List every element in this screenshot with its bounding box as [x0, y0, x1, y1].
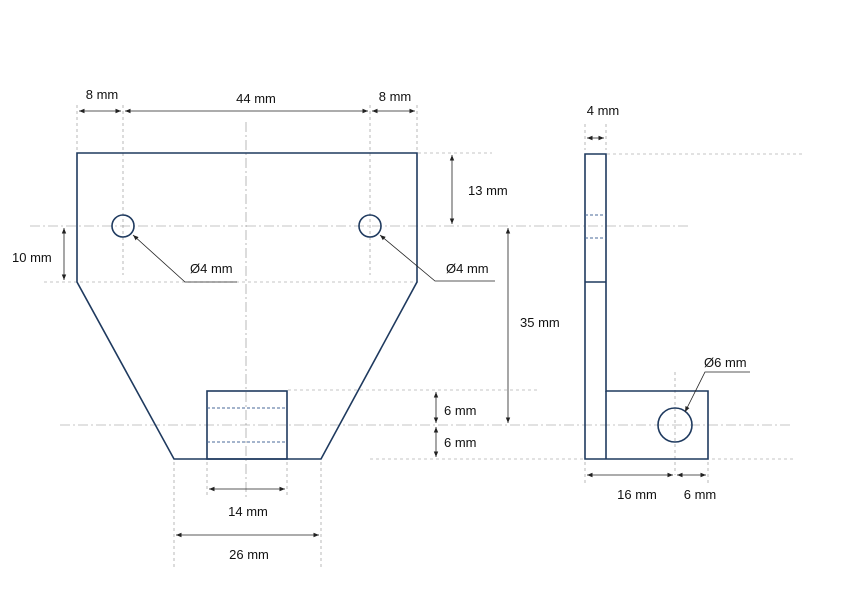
dim-foot-length-label: 16 mm	[617, 487, 657, 502]
dim-tab-width-label: 14 mm	[228, 504, 268, 519]
dim-rect-height-label: 10 mm	[12, 250, 52, 265]
dim-hole-spacing-label: 44 mm	[236, 91, 276, 106]
right-hole	[358, 214, 382, 238]
dim-tab-upper-label: 6 mm	[444, 403, 477, 418]
dim-foot-end-label: 6 mm	[684, 487, 717, 502]
front-plate-outline	[76, 152, 418, 460]
dim-bottom-width-label: 26 mm	[229, 547, 269, 562]
right-hole-leader	[379, 234, 495, 282]
dim-tab-lower-label: 6 mm	[444, 435, 477, 450]
side-hole-label: Ø6 mm	[704, 355, 747, 370]
side-hole	[657, 407, 693, 443]
dim-top-to-hole-label: 13 mm	[468, 183, 508, 198]
dim-right-margin-label: 8 mm	[379, 89, 412, 104]
side-bracket-outline	[584, 153, 709, 460]
dim-thickness-label: 4 mm	[587, 103, 620, 118]
left-hole	[111, 214, 135, 238]
left-hole-leader	[132, 234, 237, 283]
dim-left-margin-label: 8 mm	[86, 87, 119, 102]
front-tab-outline	[206, 390, 288, 460]
left-hole-label: Ø4 mm	[190, 261, 233, 276]
dim-hole-to-axis-label: 35 mm	[520, 315, 560, 330]
side-hole-leader	[684, 371, 750, 413]
front-view: 8 mm 44 mm 8 mm 13 mm 10 mm Ø4 mm Ø4 mm …	[12, 87, 795, 568]
side-view: Ø6 mm 4 mm 16 mm 6 mm	[584, 103, 805, 502]
right-hole-label: Ø4 mm	[446, 261, 489, 276]
